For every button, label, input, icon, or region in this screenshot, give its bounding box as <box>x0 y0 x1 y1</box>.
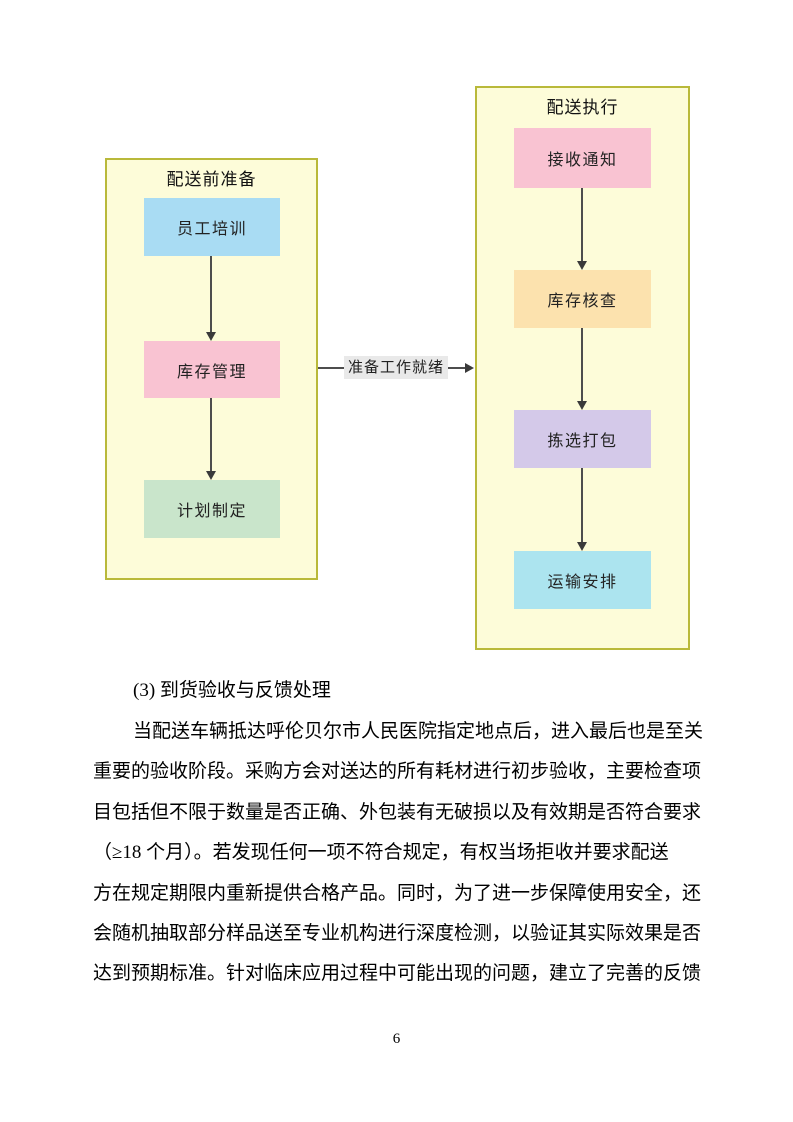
paragraph-line: 达到预期标准。针对临床应用过程中可能出现的问题，建立了完善的反馈 <box>93 963 702 984</box>
paragraph-line: （≥18 个月）。若发现任何一项不符合规定，有权当场拒收并要求配送 <box>93 842 669 863</box>
flow-arrow-line <box>210 398 212 471</box>
arrow-down-icon <box>206 471 216 480</box>
arrow-down-icon <box>206 332 216 341</box>
node-inventory-management: 库存管理 <box>144 341 280 398</box>
flow-arrow-line <box>581 188 583 261</box>
flow-arrow-line <box>210 256 212 332</box>
paragraph-line: 会随机抽取部分样品送至专业机构进行深度检测，以验证其实际效果是否 <box>93 923 702 944</box>
group-pre-delivery-title: 配送前准备 <box>166 170 257 189</box>
paragraph-line: 当配送车辆抵达呼伦贝尔市人民医院指定地点后，进入最后也是至关 <box>133 721 704 742</box>
node-receive-notice: 接收通知 <box>514 128 651 188</box>
flow-arrow-line <box>581 328 583 401</box>
node-transport-arrangement: 运输安排 <box>514 551 651 609</box>
arrow-right-icon <box>465 363 474 373</box>
arrow-down-icon <box>577 401 587 410</box>
section-heading: (3) 到货验收与反馈处理 <box>133 680 331 701</box>
connector-label: 准备工作就绪 <box>344 356 448 379</box>
flow-arrow-line <box>581 468 583 542</box>
node-plan-making: 计划制定 <box>144 480 280 538</box>
paragraph-line: 目包括但不限于数量是否正确、外包装有无破损以及有效期是否符合要求 <box>93 802 702 823</box>
node-inventory-check: 库存核查 <box>514 270 651 328</box>
paragraph-line: 重要的验收阶段。采购方会对送达的所有耗材进行初步验收，主要检查项 <box>93 761 702 782</box>
paragraph-line: 方在规定期限内重新提供合格产品。同时，为了进一步保障使用安全，还 <box>93 883 702 904</box>
arrow-down-icon <box>577 542 587 551</box>
arrow-down-icon <box>577 261 587 270</box>
page-number: 6 <box>392 1031 401 1047</box>
node-staff-training: 员工培训 <box>144 198 280 256</box>
node-pick-pack: 拣选打包 <box>514 410 651 468</box>
group-delivery-execution-title: 配送执行 <box>546 98 619 117</box>
